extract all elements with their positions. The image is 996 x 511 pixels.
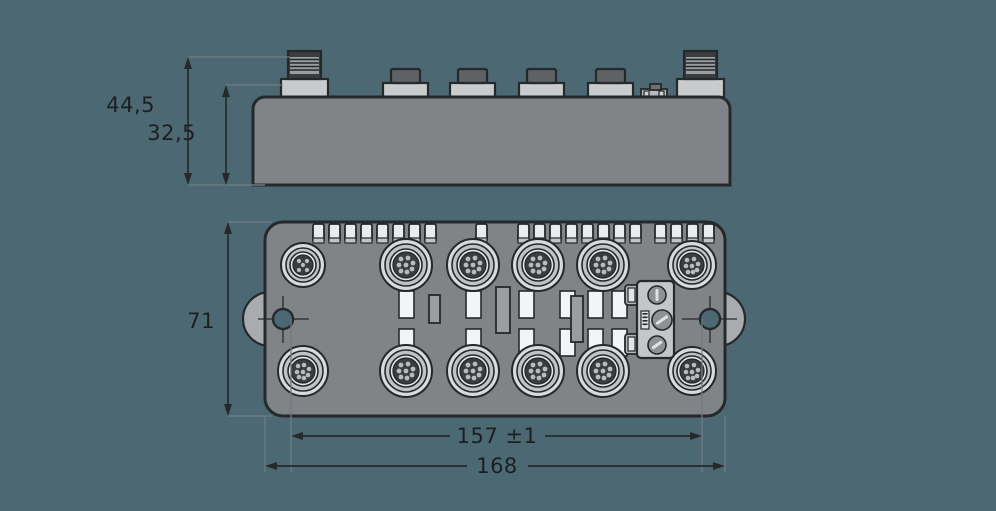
dimension-label-width-view: 71	[187, 309, 215, 333]
led-group-d	[654, 223, 715, 244]
m12-connector-top-3	[511, 238, 565, 292]
side-connector-caps	[389, 67, 627, 85]
m12-connector-top-4	[576, 238, 630, 292]
dimension-width-mounting	[291, 432, 702, 440]
m8-connector-bottom-left	[277, 345, 329, 397]
mounting-hole-right	[682, 296, 737, 343]
m12-connector-top-5	[667, 240, 717, 290]
m12-connector-bottom-2	[446, 344, 500, 398]
dimension-label-width-overall: 168	[476, 454, 518, 478]
dimension-label-height-total: 44,5	[106, 93, 155, 117]
side-threaded-connector-right	[682, 49, 719, 81]
dimension-label-height-body: 32,5	[147, 121, 196, 145]
bottom-face-view: 71 157 ±1 168	[187, 220, 747, 478]
side-elevation-view: 44,5 32,5	[106, 49, 732, 187]
m12-connector-bottom-4	[576, 344, 630, 398]
center-slots	[428, 286, 584, 343]
rotary-switch-block	[624, 279, 676, 360]
side-rotary-switch-detail	[640, 83, 668, 98]
m8-connector-top-left	[280, 242, 326, 288]
side-body-housing	[251, 95, 732, 187]
dimension-height-body	[222, 84, 283, 186]
dimension-label-width-mounting: 157 ±1	[457, 424, 538, 448]
mounting-hole-left	[258, 296, 309, 343]
side-threaded-connector-left	[286, 49, 323, 81]
dimension-width-overall	[265, 462, 725, 470]
m12-connector-top-1	[379, 238, 433, 292]
m12-connector-bottom-3	[511, 344, 565, 398]
led-group-c	[517, 223, 642, 244]
m12-connector-bottom-1	[379, 344, 433, 398]
m12-connector-top-2	[446, 238, 500, 292]
dimension-extension-lines	[264, 319, 726, 472]
m12-connector-bottom-5	[667, 346, 717, 396]
side-connector-bases	[279, 77, 726, 99]
